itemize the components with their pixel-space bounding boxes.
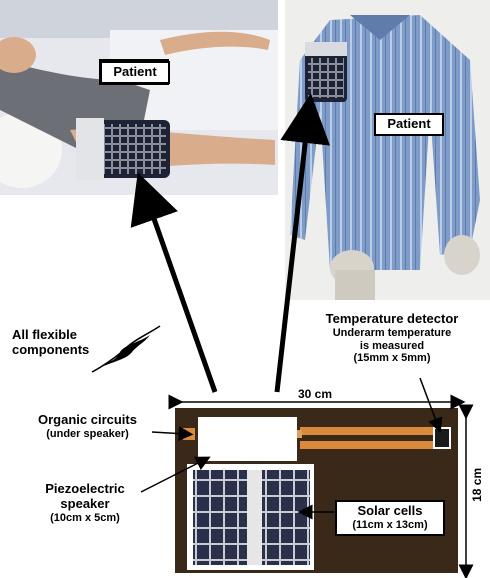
solar-title: Solar cells — [357, 503, 423, 518]
organic-sub: (under speaker) — [46, 427, 129, 440]
temperature-detector-label: Temperature detector Underarm temperatur… — [302, 311, 482, 365]
patient-label-shirt: Patient — [374, 113, 444, 136]
piezo-line1: Piezoelectric — [45, 481, 125, 496]
temperature-line1: Underarm temperature — [332, 326, 452, 339]
patient-label-bed: Patient — [100, 61, 170, 84]
device-photo — [175, 408, 458, 573]
height-label: 18 cm — [470, 467, 485, 502]
flexible-brace — [95, 335, 150, 370]
width-label: 30 cm — [297, 387, 333, 401]
temperature-size: (15mm x 5mm) — [353, 352, 431, 365]
solar-cells-label: Solar cells (11cm x 13cm) — [335, 500, 445, 536]
arrow-to-shirt-photo — [274, 93, 331, 393]
organic-pointer — [151, 426, 194, 442]
arrow-to-bed-photo — [130, 172, 218, 393]
temperature-line2: is measured — [359, 339, 425, 352]
piezo-line2: speaker — [60, 495, 110, 511]
piezo-pointer — [140, 456, 211, 493]
flexible-components-label: All flexible components — [12, 327, 122, 358]
photo-patient-shirt — [285, 0, 490, 300]
solar-size: (11cm x 13cm) — [352, 518, 428, 531]
organic-circuits-label: Organic circuits (under speaker) — [20, 412, 155, 441]
piezo-speaker — [198, 417, 297, 461]
photo-patient-bed — [0, 0, 278, 195]
temperature-pointer — [419, 377, 443, 434]
temperature-sensor — [433, 427, 451, 449]
piezo-size: (10cm x 5cm) — [50, 511, 120, 524]
temperature-title: Temperature detector — [325, 311, 459, 326]
organic-title: Organic circuits — [38, 412, 137, 427]
copper-trace-top — [300, 427, 440, 435]
flexible-line2: components — [12, 341, 90, 357]
piezo-speaker-label: Piezoelectric speaker (10cm x 5cm) — [30, 481, 140, 525]
flexible-line1: All flexible — [12, 327, 78, 342]
copper-trace-bottom — [300, 441, 440, 449]
